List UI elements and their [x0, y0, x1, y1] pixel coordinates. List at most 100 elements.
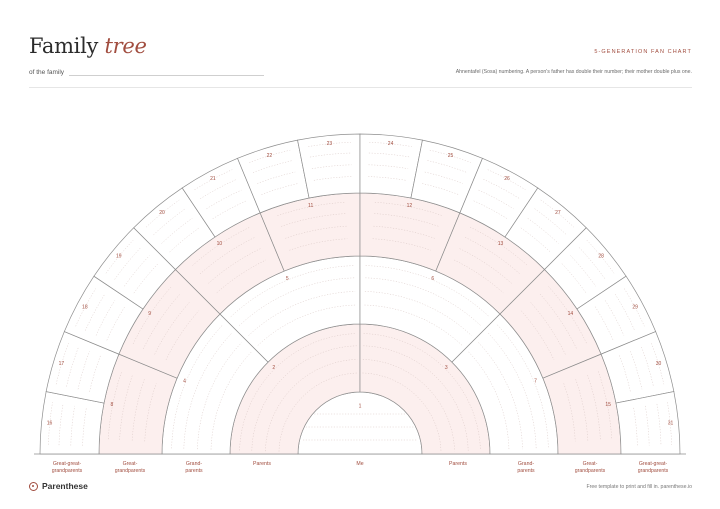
- fill-in-line: [82, 407, 87, 446]
- fill-in-line: [200, 179, 237, 200]
- sosa-number: 25: [448, 153, 454, 159]
- fan-slot: [615, 391, 681, 455]
- fill-in-line: [114, 247, 142, 280]
- fill-in-line: [630, 351, 643, 390]
- fill-in-line: [534, 208, 567, 236]
- fill-in-line: [108, 371, 122, 440]
- fill-in-line: [374, 202, 443, 216]
- sosa-number: 23: [327, 141, 333, 147]
- sosa-number: 2: [272, 365, 275, 371]
- sosa-number: 29: [632, 304, 638, 310]
- fill-in-line: [468, 351, 510, 450]
- fill-in-line: [520, 227, 551, 253]
- fill-in-line: [530, 302, 566, 355]
- fill-in-line: [105, 239, 134, 274]
- fill-in-line: [249, 149, 291, 163]
- fill-in-line: [257, 171, 296, 184]
- title-accent: tree: [104, 34, 147, 58]
- fill-in-line: [365, 265, 490, 317]
- brand-logo: Parenthese: [29, 481, 88, 491]
- fill-in-line: [210, 351, 252, 450]
- fill-in-line: [131, 379, 145, 441]
- fill-in-line: [369, 142, 412, 147]
- fill-in-line: [48, 402, 53, 445]
- gen-label-right-4: Great-great-grandparents: [637, 461, 669, 474]
- fill-in-line: [645, 405, 650, 446]
- sosa-number: 16: [47, 421, 53, 427]
- numbering-note: Ahnentafel (Sosa) numbering. A person's …: [455, 69, 692, 75]
- fill-in-line: [570, 255, 596, 287]
- fill-in-line: [169, 227, 200, 253]
- fill-in-line: [133, 263, 159, 294]
- fill-in-line: [363, 345, 469, 451]
- sosa-number: 9: [148, 311, 151, 317]
- fill-in-line: [540, 199, 575, 228]
- fill-in-line: [89, 355, 101, 392]
- fill-in-line: [487, 169, 526, 191]
- fill-in-line: [265, 359, 358, 452]
- fill-in-line: [374, 213, 439, 227]
- fill-in-line: [424, 171, 463, 184]
- fill-in-line: [239, 277, 355, 326]
- sosa-number: 28: [598, 253, 604, 259]
- sosa-number: 22: [267, 153, 273, 159]
- header-divider: [29, 87, 692, 88]
- fill-in-line: [586, 239, 615, 274]
- fill-in-line: [192, 226, 251, 266]
- fill-in-line: [594, 306, 614, 341]
- fill-in-line: [459, 248, 512, 284]
- fill-in-line: [75, 288, 97, 327]
- fill-in-line: [261, 183, 298, 195]
- fill-in-line: [373, 225, 435, 239]
- fill-in-line: [183, 333, 232, 449]
- fill-in-line: [199, 237, 256, 275]
- fill-in-line: [614, 294, 635, 331]
- fill-in-line: [575, 379, 589, 441]
- brand-name: Parenthese: [42, 481, 88, 491]
- fill-in-line: [313, 176, 352, 181]
- fill-in-line: [278, 372, 358, 452]
- fill-in-line: [239, 333, 357, 451]
- gen-label-left-4: Great-great-grandparents: [51, 461, 83, 474]
- fill-in-line: [311, 164, 352, 169]
- fill-in-line: [257, 304, 356, 346]
- fill-in-line: [66, 346, 79, 387]
- sosa-number: 27: [555, 210, 561, 216]
- fill-in-line: [368, 164, 409, 169]
- sosa-number: 31: [668, 421, 674, 427]
- fill-in-line: [252, 160, 293, 173]
- sosa-number: 11: [308, 203, 313, 209]
- sosa-number: 4: [183, 379, 186, 385]
- fill-in-line: [277, 202, 346, 216]
- fill-in-line: [656, 403, 662, 446]
- fill-in-line: [497, 324, 549, 449]
- fill-in-line: [132, 286, 172, 345]
- sosa-number: 21: [210, 176, 216, 182]
- fill-in-line: [85, 294, 106, 331]
- family-name-field[interactable]: of the family: [29, 67, 265, 76]
- sosa-number: 14: [568, 311, 574, 317]
- fill-in-line: [95, 300, 116, 336]
- fill-in-line: [427, 160, 468, 173]
- fill-in-line: [667, 402, 672, 445]
- fill-in-line: [368, 152, 411, 158]
- sosa-number: 15: [605, 402, 611, 408]
- fill-in-line: [308, 142, 351, 147]
- fill-in-line: [153, 208, 186, 236]
- fill-in-line: [106, 306, 126, 341]
- fill-in-line: [478, 342, 523, 450]
- fill-in-line: [362, 372, 442, 452]
- fill-in-line: [364, 304, 463, 346]
- fill-in-line: [55, 343, 69, 385]
- gen-label-left-1: Parents: [253, 461, 271, 467]
- fill-in-line: [604, 300, 625, 336]
- sosa-number: 1: [359, 403, 362, 409]
- fill-in-line: [119, 375, 133, 440]
- family-name-line[interactable]: [69, 67, 265, 76]
- fill-in-line: [548, 286, 588, 345]
- fill-in-line: [469, 226, 528, 266]
- fill-in-line: [154, 302, 190, 355]
- fill-in-line: [587, 375, 601, 440]
- brand-mark-icon: [29, 481, 38, 491]
